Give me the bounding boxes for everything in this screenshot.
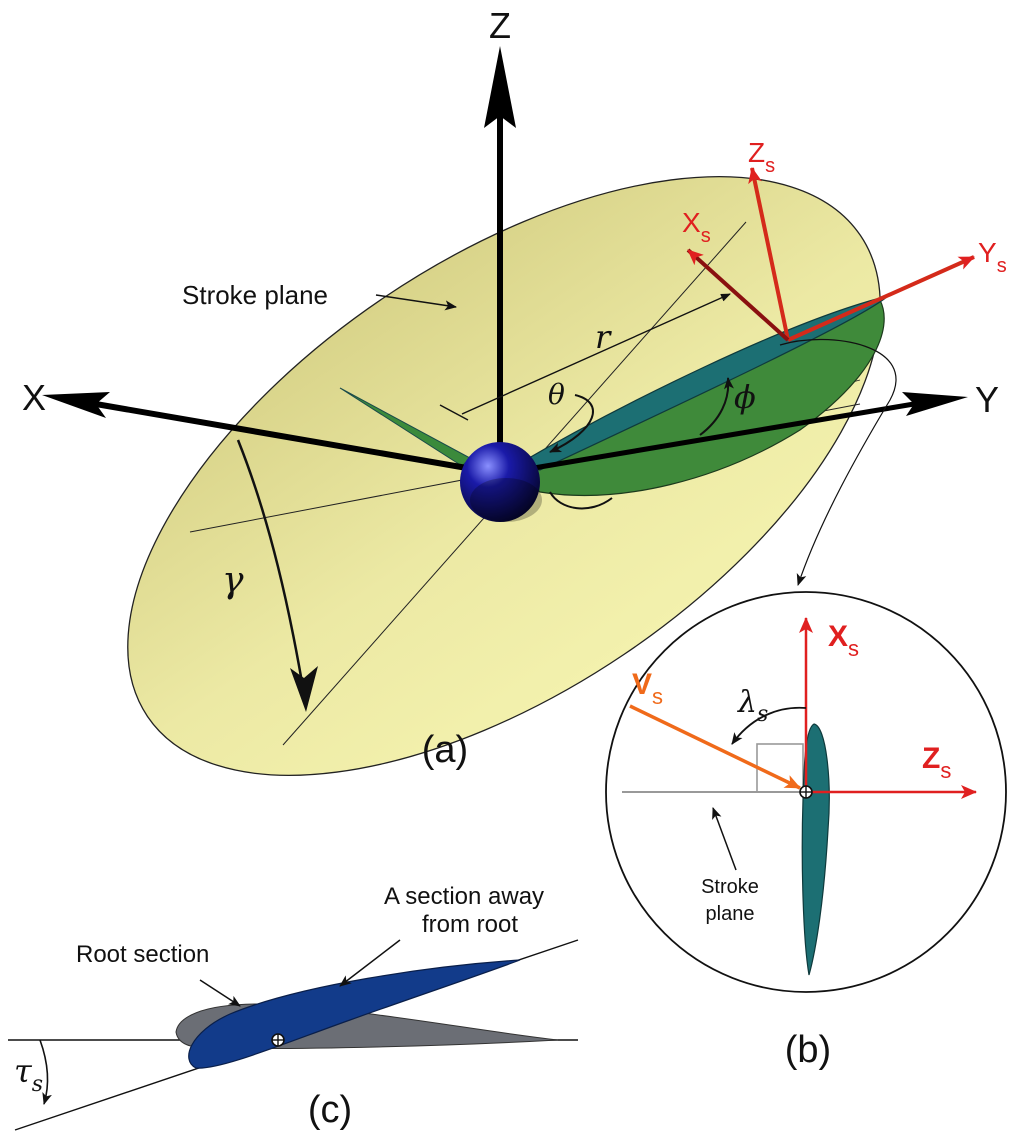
away-section-label-1: A section away xyxy=(384,883,544,910)
z-axis-label: Z xyxy=(489,5,511,46)
panel-a-label: (a) xyxy=(422,729,468,771)
inset-lambda-label: λs xyxy=(737,685,768,727)
x-axis-arrowhead xyxy=(42,392,110,418)
panel-c-label: (c) xyxy=(308,1089,352,1131)
r-label: r xyxy=(595,318,612,356)
r-dimension-tick xyxy=(439,404,469,421)
y-axis-shaft xyxy=(509,400,921,475)
stroke-plane-leader xyxy=(375,294,457,311)
inset-xs-label: Xs xyxy=(828,620,859,661)
inset-stroke-label-1: Stroke xyxy=(701,876,759,898)
zs-label: Zs xyxy=(748,137,775,177)
y-axis-label: Y xyxy=(975,379,999,420)
panel-b-label: (b) xyxy=(785,1029,831,1071)
ys-axis xyxy=(787,255,975,342)
inset-stroke-leader xyxy=(712,807,737,871)
x-axis-label: X xyxy=(22,377,46,418)
inset-vs-arrow xyxy=(629,704,801,790)
away-section-leader xyxy=(339,939,401,987)
xs-label: Xs xyxy=(682,207,711,247)
r-dimension-line xyxy=(461,293,731,415)
stroke-axes: Xs Zs Ys xyxy=(682,137,1007,342)
theta-label: θ xyxy=(548,378,565,411)
inset-stroke-label-2: plane xyxy=(706,903,755,925)
root-section-label: Root section xyxy=(76,941,209,968)
z-axis-arrowhead xyxy=(484,46,516,128)
body-sphere-shadow xyxy=(470,478,542,522)
phi-label: ϕ xyxy=(734,378,756,416)
panel-a: Z X Y Xs Zs Ys r θ ϕ xyxy=(22,5,1007,776)
body-sphere xyxy=(460,442,540,522)
away-section-label-2: from root xyxy=(422,911,518,938)
xs-axis xyxy=(686,248,790,342)
tau-label: τs xyxy=(14,1052,43,1097)
inset-leader xyxy=(779,338,897,586)
panel-b: Xs Zs Vs λs Stroke plane (b) xyxy=(605,591,1007,1071)
x-axis-shaft xyxy=(89,400,491,475)
panel-c: τs Root section A section away from root… xyxy=(8,883,579,1131)
tau-arc xyxy=(39,1039,52,1105)
theta-arc xyxy=(549,394,594,453)
away-section-airfoil xyxy=(188,959,521,1069)
y-axis-arrowhead xyxy=(902,392,968,416)
inset-vs-label: Vs xyxy=(632,668,663,709)
root-section-leader xyxy=(199,979,241,1007)
gamma-arrowhead xyxy=(290,666,318,712)
gamma-arc xyxy=(236,439,307,701)
ys-label: Ys xyxy=(978,237,1007,277)
stroke-plane-label: Stroke plane xyxy=(182,280,328,310)
gamma-label: γ xyxy=(222,560,244,601)
zs-axis xyxy=(748,167,790,341)
inset-lambda-arc xyxy=(731,706,807,745)
body-arc xyxy=(549,491,613,510)
phi-arc xyxy=(699,377,734,436)
inset-zs-label: Zs xyxy=(922,742,951,783)
